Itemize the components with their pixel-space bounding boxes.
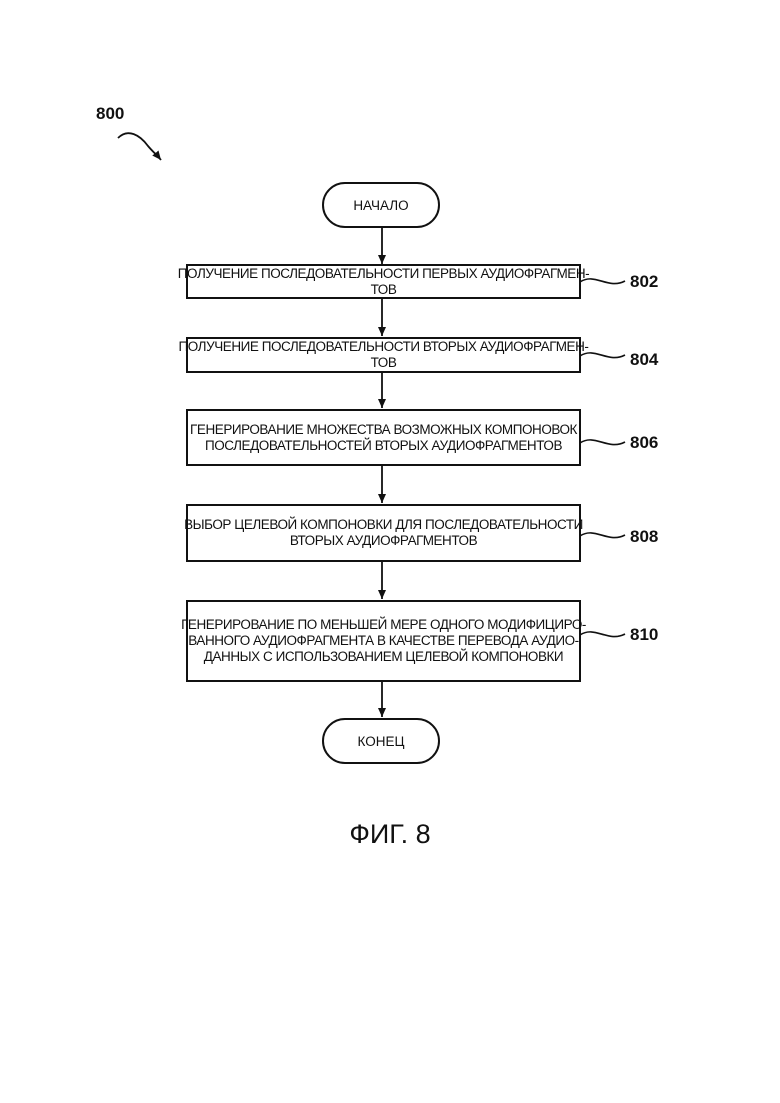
figure-leader-arrow [118,133,161,160]
step-806-line-1: ГЕНЕРИРОВАНИЕ МНОЖЕСТВА ВОЗМОЖНЫХ КОМПОН… [190,422,577,438]
ref-810: 810 [630,625,658,645]
step-806-line-2: ПОСЛЕДОВАТЕЛЬНОСТЕЙ ВТОРЫХ АУДИОФРАГМЕНТ… [205,438,562,454]
step-808-line-1: ВЫБОР ЦЕЛЕВОЙ КОМПОНОВКИ ДЛЯ ПОСЛЕДОВАТЕ… [184,517,583,533]
start-terminal: НАЧАЛО [322,182,440,228]
step-810-line-2: ВАННОГО АУДИОФРАГМЕНТА В КАЧЕСТВЕ ПЕРЕВО… [188,633,578,649]
step-804-line-2: ТОВ [371,355,397,371]
step-810-line-1: ГЕНЕРИРОВАНИЕ ПО МЕНЬШЕЙ МЕРЕ ОДНОГО МОД… [181,617,586,633]
start-label: НАЧАЛО [353,198,408,213]
step-box-806: ГЕНЕРИРОВАНИЕ МНОЖЕСТВА ВОЗМОЖНЫХ КОМПОН… [186,409,581,466]
step-810-line-3: ДАННЫХ С ИСПОЛЬЗОВАНИЕМ ЦЕЛЕВОЙ КОМПОНОВ… [204,649,563,665]
ref-804: 804 [630,350,658,370]
step-808-line-2: ВТОРЫХ АУДИОФРАГМЕНТОВ [290,533,477,549]
step-box-808: ВЫБОР ЦЕЛЕВОЙ КОМПОНОВКИ ДЛЯ ПОСЛЕДОВАТЕ… [186,504,581,562]
step-802-line-1: ПОЛУЧЕНИЕ ПОСЛЕДОВАТЕЛЬНОСТИ ПЕРВЫХ АУДИ… [178,266,589,282]
leader-808 [580,533,625,538]
ref-808: 808 [630,527,658,547]
leader-806 [580,440,625,445]
step-box-810: ГЕНЕРИРОВАНИЕ ПО МЕНЬШЕЙ МЕРЕ ОДНОГО МОД… [186,600,581,682]
figure-number: 800 [96,104,124,124]
ref-806: 806 [630,433,658,453]
step-box-802: ПОЛУЧЕНИЕ ПОСЛЕДОВАТЕЛЬНОСТИ ПЕРВЫХ АУДИ… [186,264,581,299]
leader-810 [580,632,625,637]
step-box-804: ПОЛУЧЕНИЕ ПОСЛЕДОВАТЕЛЬНОСТИ ВТОРЫХ АУДИ… [186,337,581,373]
end-label: КОНЕЦ [358,734,405,749]
step-804-line-1: ПОЛУЧЕНИЕ ПОСЛЕДОВАТЕЛЬНОСТИ ВТОРЫХ АУДИ… [179,339,589,355]
ref-802: 802 [630,272,658,292]
step-802-line-2: ТОВ [371,282,397,298]
end-terminal: КОНЕЦ [322,718,440,764]
figure-caption: ФИГ. 8 [0,819,780,850]
